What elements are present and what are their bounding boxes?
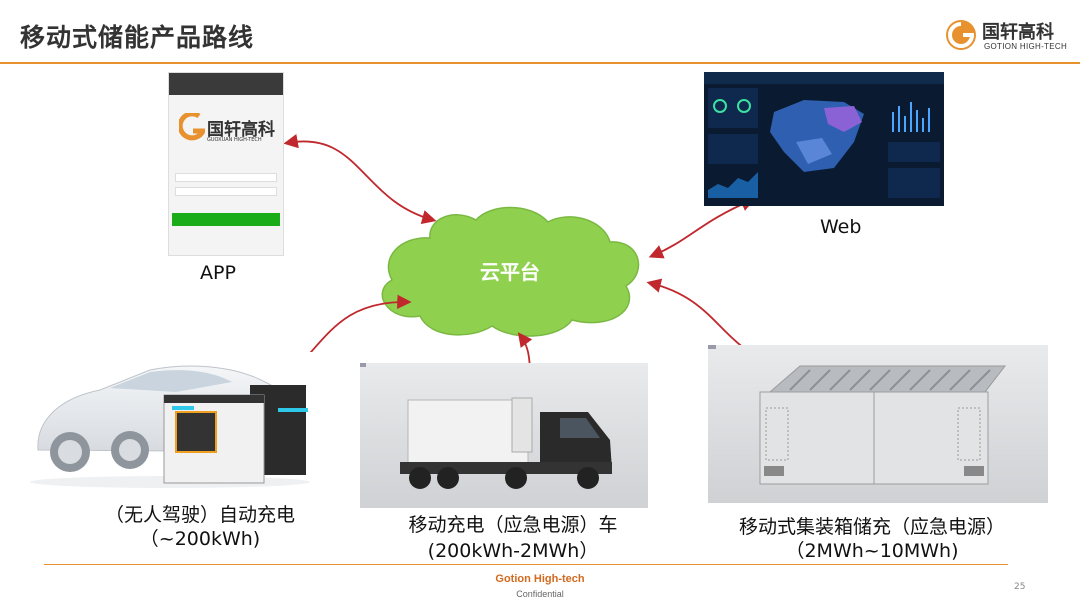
dashboard-graphics	[708, 88, 940, 198]
web-label: Web	[820, 216, 862, 238]
cloud-platform-label: 云平台	[480, 260, 540, 284]
container-caption-line1: 移动式集装箱储充（应急电源）	[738, 516, 1005, 538]
car-charging-image	[20, 352, 320, 488]
company-logo: 国轩高科 GOTION HIGH-TECH	[944, 16, 1068, 56]
arrow-app-cloud	[283, 134, 437, 225]
truck-caption-line1: 移动充电（应急电源）车	[408, 514, 618, 536]
login-button[interactable]	[172, 213, 280, 226]
app-label: APP	[200, 262, 236, 284]
logo-text-cn: 国轩高科	[982, 22, 1054, 43]
app-phone-mockup: 国轩高科 GUOXUAN HIGH-TECH	[168, 72, 284, 256]
phone-status-bar	[169, 73, 283, 81]
page-title: 移动式储能产品路线	[20, 23, 255, 52]
car-caption-line2: （~200kWh)	[139, 528, 261, 550]
gotion-logo-icon	[946, 20, 976, 50]
arrow-cloud-web	[648, 197, 756, 259]
car-caption-line1: （无人驾驶）自动充电	[104, 504, 295, 526]
phone-title-bar	[169, 81, 283, 95]
truck-caption-line2: (200kWh-2MWh）	[427, 540, 599, 562]
title-divider	[0, 62, 1080, 64]
footer-brand: Gotion High-tech	[495, 573, 585, 585]
app-logo-icon	[179, 113, 205, 141]
page-number: 25	[1014, 582, 1026, 592]
footer-divider	[44, 564, 1008, 565]
app-brand-en: GUOXUAN HIGH-TECH	[207, 137, 262, 143]
mobile-charging-truck-image	[360, 363, 648, 508]
username-input[interactable]	[175, 173, 277, 182]
password-input[interactable]	[175, 187, 277, 196]
mobile-container-image	[708, 345, 1048, 503]
logo-text-en: GOTION HIGH-TECH	[984, 42, 1068, 51]
dashboard-header	[704, 72, 944, 84]
web-dashboard-mockup	[704, 72, 944, 206]
footer-confidential: Confidential	[516, 589, 564, 599]
app-brand-cn: 国轩高科	[207, 120, 275, 140]
container-caption-line2: （2MWh~10MWh)	[785, 540, 959, 562]
